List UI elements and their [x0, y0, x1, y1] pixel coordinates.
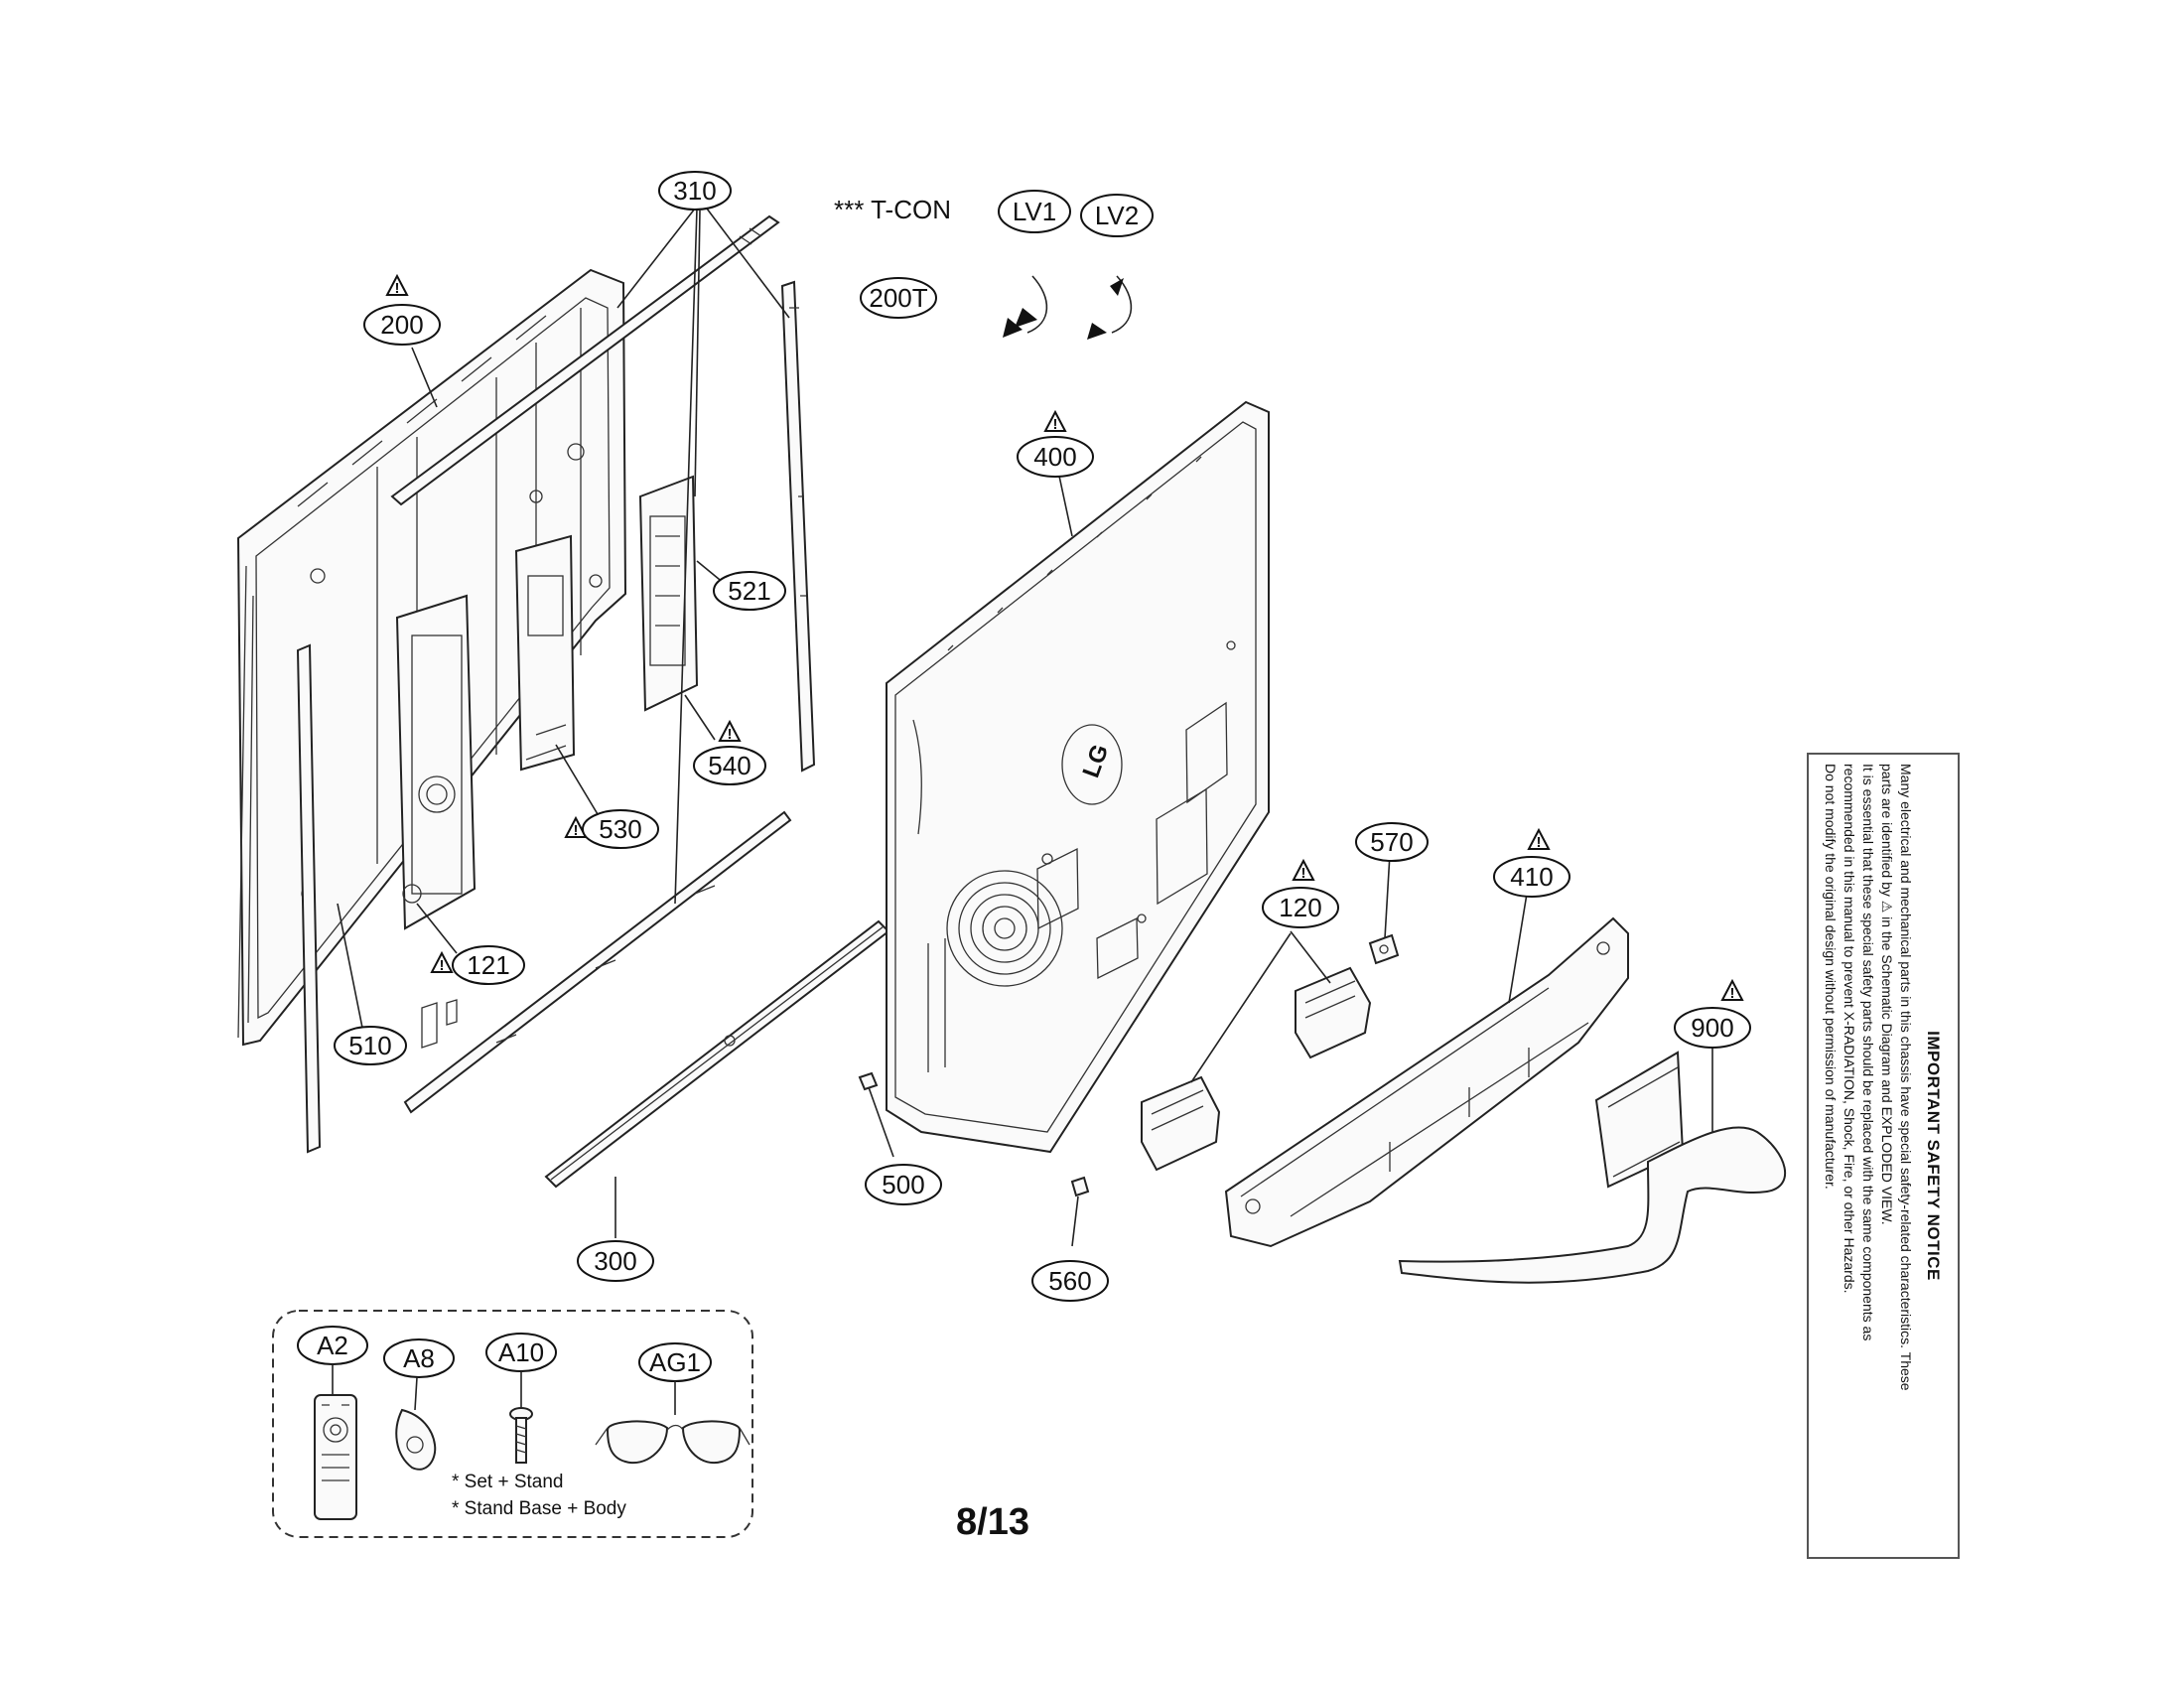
- callout-200: ! 200: [363, 273, 441, 346]
- callout-ag1: AG1: [638, 1342, 712, 1382]
- lcd-module-200: [236, 268, 699, 1154]
- svg-text:!: !: [440, 957, 445, 974]
- svg-text:510: 510: [348, 1031, 391, 1060]
- svg-text:!: !: [1053, 416, 1058, 433]
- cable-holder-icon: [395, 1408, 437, 1471]
- svg-text:A2: A2: [317, 1331, 348, 1360]
- svg-text:120: 120: [1279, 893, 1321, 922]
- accessories-box: A2 A8 A10 AG1: [272, 1310, 753, 1538]
- callout-lv1: LV1: [998, 190, 1071, 233]
- svg-text:A8: A8: [403, 1343, 435, 1373]
- svg-text:!: !: [1537, 834, 1542, 851]
- callout-900: ! 900: [1674, 978, 1751, 1049]
- stand-base-900: [1398, 1051, 1786, 1284]
- svg-text:LV1: LV1: [1013, 197, 1056, 226]
- stand-body-410: [1224, 916, 1629, 1248]
- safety-notice-title: IMPORTANT SAFETY NOTICE: [1924, 1031, 1943, 1281]
- svg-text:400: 400: [1033, 442, 1076, 472]
- callout-530: ! 530: [564, 809, 659, 849]
- lv-cables: [1003, 275, 1133, 340]
- svg-text:!: !: [728, 726, 733, 743]
- callout-500: 500: [865, 1164, 942, 1205]
- svg-text:900: 900: [1691, 1013, 1733, 1043]
- svg-text:521: 521: [728, 576, 770, 606]
- svg-text:540: 540: [708, 751, 751, 780]
- svg-text:200: 200: [380, 310, 423, 340]
- callout-310: 310: [658, 171, 732, 211]
- svg-text:570: 570: [1370, 827, 1413, 857]
- callout-120: ! 120: [1262, 858, 1339, 928]
- callout-a10: A10: [485, 1333, 557, 1372]
- leader-lines: [337, 208, 1713, 1247]
- svg-text:560: 560: [1048, 1266, 1091, 1296]
- svg-text:200T: 200T: [869, 283, 927, 313]
- svg-text:!: !: [1730, 985, 1735, 1002]
- svg-text:!: !: [395, 280, 400, 297]
- callout-510: 510: [334, 1026, 407, 1065]
- page-number: 8/13: [956, 1501, 1029, 1543]
- callout-521: 521: [713, 571, 786, 611]
- guide-bars-310: [390, 214, 816, 1114]
- svg-text:A10: A10: [498, 1337, 544, 1367]
- svg-text:*** T-CON: *** T-CON: [834, 195, 951, 224]
- callout-200t: 200T: [860, 277, 937, 319]
- callout-lv2: LV2: [1080, 194, 1154, 237]
- callout-300: 300: [577, 1240, 654, 1282]
- important-safety-notice: IMPORTANT SAFETY NOTICE Many electrical …: [1807, 753, 1960, 1559]
- svg-text:!: !: [1301, 865, 1306, 882]
- safety-notice-line: recommended in this manual to prevent X-…: [1842, 764, 1857, 1294]
- callout-540: ! 540: [693, 719, 766, 785]
- callout-400: ! 400: [1017, 409, 1094, 478]
- safety-notice-line: Do not modify the original design withou…: [1823, 764, 1839, 1190]
- safety-notice-line: Many electrical and mechanical parts in …: [1898, 764, 1914, 1391]
- back-cover-400: LG: [886, 400, 1270, 1154]
- screw-icon: [509, 1407, 533, 1464]
- svg-text:LV2: LV2: [1095, 201, 1139, 230]
- callout-a8: A8: [383, 1338, 455, 1378]
- part-500: [858, 1071, 879, 1091]
- remote-control-icon: [314, 1394, 357, 1520]
- svg-text:!: !: [574, 822, 579, 839]
- callout-410: ! 410: [1493, 827, 1570, 898]
- 3d-glasses-icon: [595, 1420, 751, 1465]
- svg-text:310: 310: [673, 176, 716, 206]
- note-stand-base-body: * Stand Base + Body: [452, 1498, 626, 1519]
- callout-a2: A2: [297, 1326, 368, 1365]
- svg-text:500: 500: [882, 1170, 924, 1199]
- svg-text:410: 410: [1510, 862, 1553, 892]
- note-set-stand: * Set + Stand: [452, 1472, 564, 1492]
- callout-570: 570: [1355, 822, 1429, 862]
- svg-text:300: 300: [594, 1246, 636, 1276]
- svg-text:121: 121: [467, 950, 509, 980]
- tcon-label: *** T-CON: [834, 195, 951, 224]
- callout-121: ! 121: [430, 945, 525, 985]
- safety-notice-line: parts are identified by ⚠ in the Schemat…: [1879, 764, 1895, 1225]
- svg-text:AG1: AG1: [649, 1347, 701, 1377]
- part-570: [1368, 933, 1400, 965]
- part-560: [1070, 1176, 1090, 1197]
- callout-560: 560: [1031, 1260, 1109, 1302]
- svg-text:530: 530: [599, 814, 641, 844]
- speakers-120: [1141, 966, 1372, 1172]
- safety-notice-line: It is essential that these special safet…: [1860, 764, 1876, 1341]
